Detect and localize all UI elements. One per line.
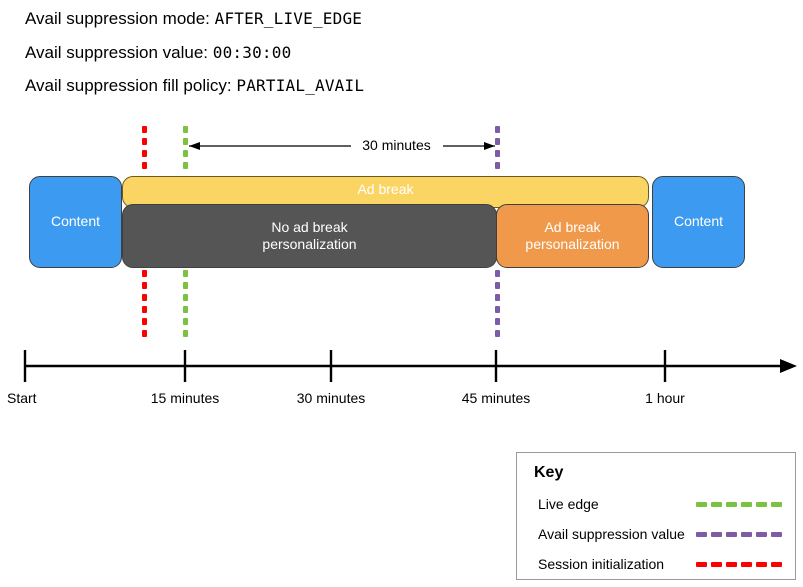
avail-suppression-value-line-top [495,126,500,174]
content-block-left: Content [29,176,122,268]
axis-tick-label-1-hour: 1 hour [645,390,685,406]
measure-arrow-label: 30 minutes [350,136,443,154]
ad-break-block-label: Ad break [357,181,414,197]
param-avail-suppression-fill-policy: Avail suppression fill policy: PARTIAL_A… [25,77,364,94]
param-value: 00:30:00 [212,43,292,62]
no-ad-break-personalization-block: No ad break personalization [122,204,497,268]
key-item-session-initialization: Session initialization [538,554,782,574]
axis-tick-label-30-minutes: 30 minutes [296,390,366,406]
no-ad-break-personalization-label: No ad break personalization [262,219,356,254]
perso-line-1: Ad break [544,218,601,235]
param-value: PARTIAL_AVAIL [236,76,365,95]
session-initialization-line-bottom [142,270,147,342]
param-avail-suppression-mode: Avail suppression mode: AFTER_LIVE_EDGE [25,10,362,27]
live-edge-line-top [183,126,188,174]
avail-suppression-value-line-bottom [495,270,500,342]
time-axis-line [23,350,797,382]
content-block-right-label: Content [673,213,724,230]
key-title: Key [534,464,564,481]
content-block-left-label: Content [50,213,101,230]
avail-suppression-value-dash-icon [696,531,782,537]
session-initialization-line-top [142,126,147,174]
ad-break-personalization-label: Ad break personalization [525,219,619,254]
key-item-avail-suppression-value: Avail suppression value [538,524,782,544]
axis-tick-label-45-minutes: 45 minutes [461,390,531,406]
param-label: Avail suppression value: [25,43,209,62]
key-legend: Key Live edge Avail suppression value Se… [516,452,796,580]
duration-measure-arrow: 30 minutes [187,136,497,156]
key-item-label: Session initialization [538,556,665,572]
session-initialization-dash-icon [696,561,782,567]
no-perso-line-1: No ad break [271,218,348,235]
perso-line-2: personalization [525,236,620,252]
key-item-label: Live edge [538,496,599,512]
live-edge-line-bottom [183,270,188,342]
time-axis: Start 15 minutes 30 minutes 45 minutes 1… [0,340,803,410]
param-label: Avail suppression fill policy: [25,76,232,95]
param-label: Avail suppression mode: [25,9,210,28]
no-perso-line-2: personalization [262,236,357,252]
param-value: AFTER_LIVE_EDGE [214,9,363,28]
measure-arrow-icon [189,142,495,150]
content-block-right: Content [652,176,745,268]
axis-tick-label-start: Start [7,390,37,406]
key-item-label: Avail suppression value [538,526,685,542]
key-item-live-edge: Live edge [538,494,782,514]
live-edge-dash-icon [696,501,782,507]
axis-tick-label-15-minutes: 15 minutes [150,390,220,406]
ad-break-personalization-block: Ad break personalization [496,204,649,268]
param-avail-suppression-value: Avail suppression value: 00:30:00 [25,44,291,61]
